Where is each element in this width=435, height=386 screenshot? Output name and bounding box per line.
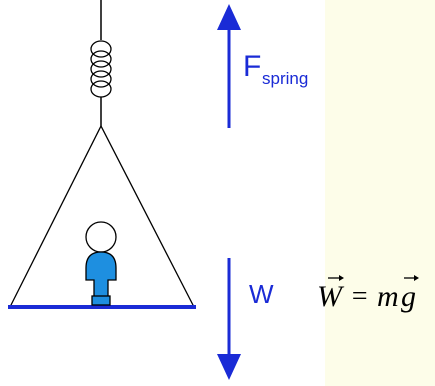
weight-label: W: [249, 279, 274, 309]
spring-force-label: F: [243, 50, 261, 83]
equation-gravity: g: [401, 280, 416, 313]
left-support-rope: [9, 125, 102, 308]
person-figure-icon: [85, 221, 117, 306]
right-support-rope: [100, 125, 195, 308]
weight-arrow: [217, 258, 241, 380]
equation-equals: =: [350, 281, 369, 312]
weight-equation: W = m g: [317, 275, 419, 313]
spring-force-arrow: [217, 4, 241, 128]
coil-spring-icon: [90, 40, 112, 98]
equation-mass: m: [377, 280, 399, 313]
spring-force-main: F: [243, 50, 261, 83]
diagram-panel: [0, 0, 325, 386]
spring-force-subscript: spring: [262, 69, 308, 88]
platform: [8, 305, 196, 309]
equation-lhs: W: [317, 280, 345, 313]
